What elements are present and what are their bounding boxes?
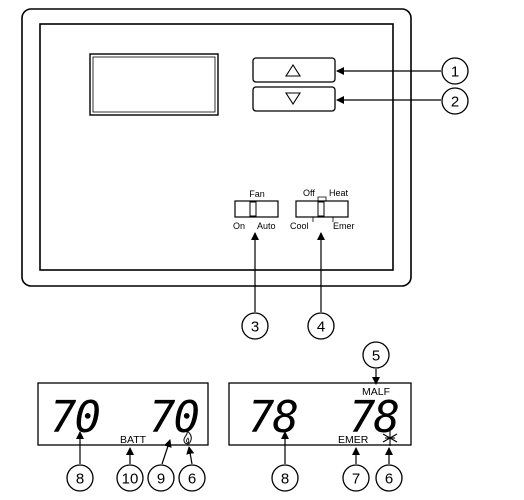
callout-9-display-1: 9 bbox=[147, 464, 175, 492]
svg-text:9: 9 bbox=[157, 471, 165, 488]
flame-icon bbox=[183, 429, 192, 445]
callout-6-display-1: 6 bbox=[178, 464, 206, 492]
display-2-frame bbox=[228, 382, 412, 446]
down-button[interactable] bbox=[252, 86, 336, 112]
fan-switch[interactable] bbox=[234, 200, 279, 218]
svg-text:2: 2 bbox=[451, 94, 459, 111]
fan-switch-right-label: Auto bbox=[257, 221, 276, 231]
callout-8-display-2: 8 bbox=[271, 464, 299, 492]
mode-switch-top-bracket bbox=[317, 196, 327, 201]
svg-text:5: 5 bbox=[372, 348, 380, 365]
snowflake-icon bbox=[382, 430, 398, 446]
svg-text:6: 6 bbox=[188, 471, 196, 488]
svg-text:10: 10 bbox=[122, 471, 139, 488]
callout-7-display-2: 7 bbox=[342, 464, 370, 492]
display-2-right-temp: 78 bbox=[349, 392, 398, 443]
mode-switch-bottom-bracket bbox=[312, 217, 334, 222]
callout-5: 5 bbox=[362, 341, 390, 369]
display-1-status: BATT bbox=[120, 434, 147, 446]
mode-switch-emer-label: Emer bbox=[333, 221, 355, 231]
callout-3: 3 bbox=[241, 312, 269, 340]
mode-switch-cool-label: Cool bbox=[290, 221, 309, 231]
display-1-right-temp: 70 bbox=[149, 392, 198, 443]
mode-switch-off-label: Off bbox=[303, 188, 315, 198]
svg-text:3: 3 bbox=[251, 319, 259, 336]
fan-switch-title: Fan bbox=[249, 189, 265, 199]
display-2-status: EMER bbox=[338, 434, 369, 446]
up-button[interactable] bbox=[252, 57, 336, 83]
callout-10-display-1: 10 bbox=[116, 464, 144, 492]
svg-text:6: 6 bbox=[385, 471, 393, 488]
svg-text:4: 4 bbox=[317, 319, 325, 336]
lcd-window bbox=[89, 53, 219, 116]
display-2-left-temp: 78 bbox=[248, 392, 297, 443]
mode-switch[interactable] bbox=[295, 200, 349, 218]
fan-switch-left-label: On bbox=[233, 221, 245, 231]
mode-switch-heat-label: Heat bbox=[329, 188, 349, 198]
triangle-down-icon bbox=[284, 92, 302, 106]
callout-8-display-1: 8 bbox=[66, 464, 94, 492]
svg-text:1: 1 bbox=[451, 64, 459, 81]
triangle-up-icon bbox=[284, 63, 302, 77]
display-1-left-temp: 70 bbox=[50, 392, 99, 443]
svg-text:8: 8 bbox=[281, 471, 289, 488]
svg-text:8: 8 bbox=[76, 471, 84, 488]
callout-2: 2 bbox=[441, 87, 469, 115]
display-1-frame bbox=[37, 382, 209, 446]
display-2-alert: MALF bbox=[362, 386, 390, 398]
callout-1: 1 bbox=[441, 57, 469, 85]
callout-6-display-2: 6 bbox=[375, 464, 403, 492]
svg-text:7: 7 bbox=[352, 471, 360, 488]
callout-4: 4 bbox=[307, 312, 335, 340]
